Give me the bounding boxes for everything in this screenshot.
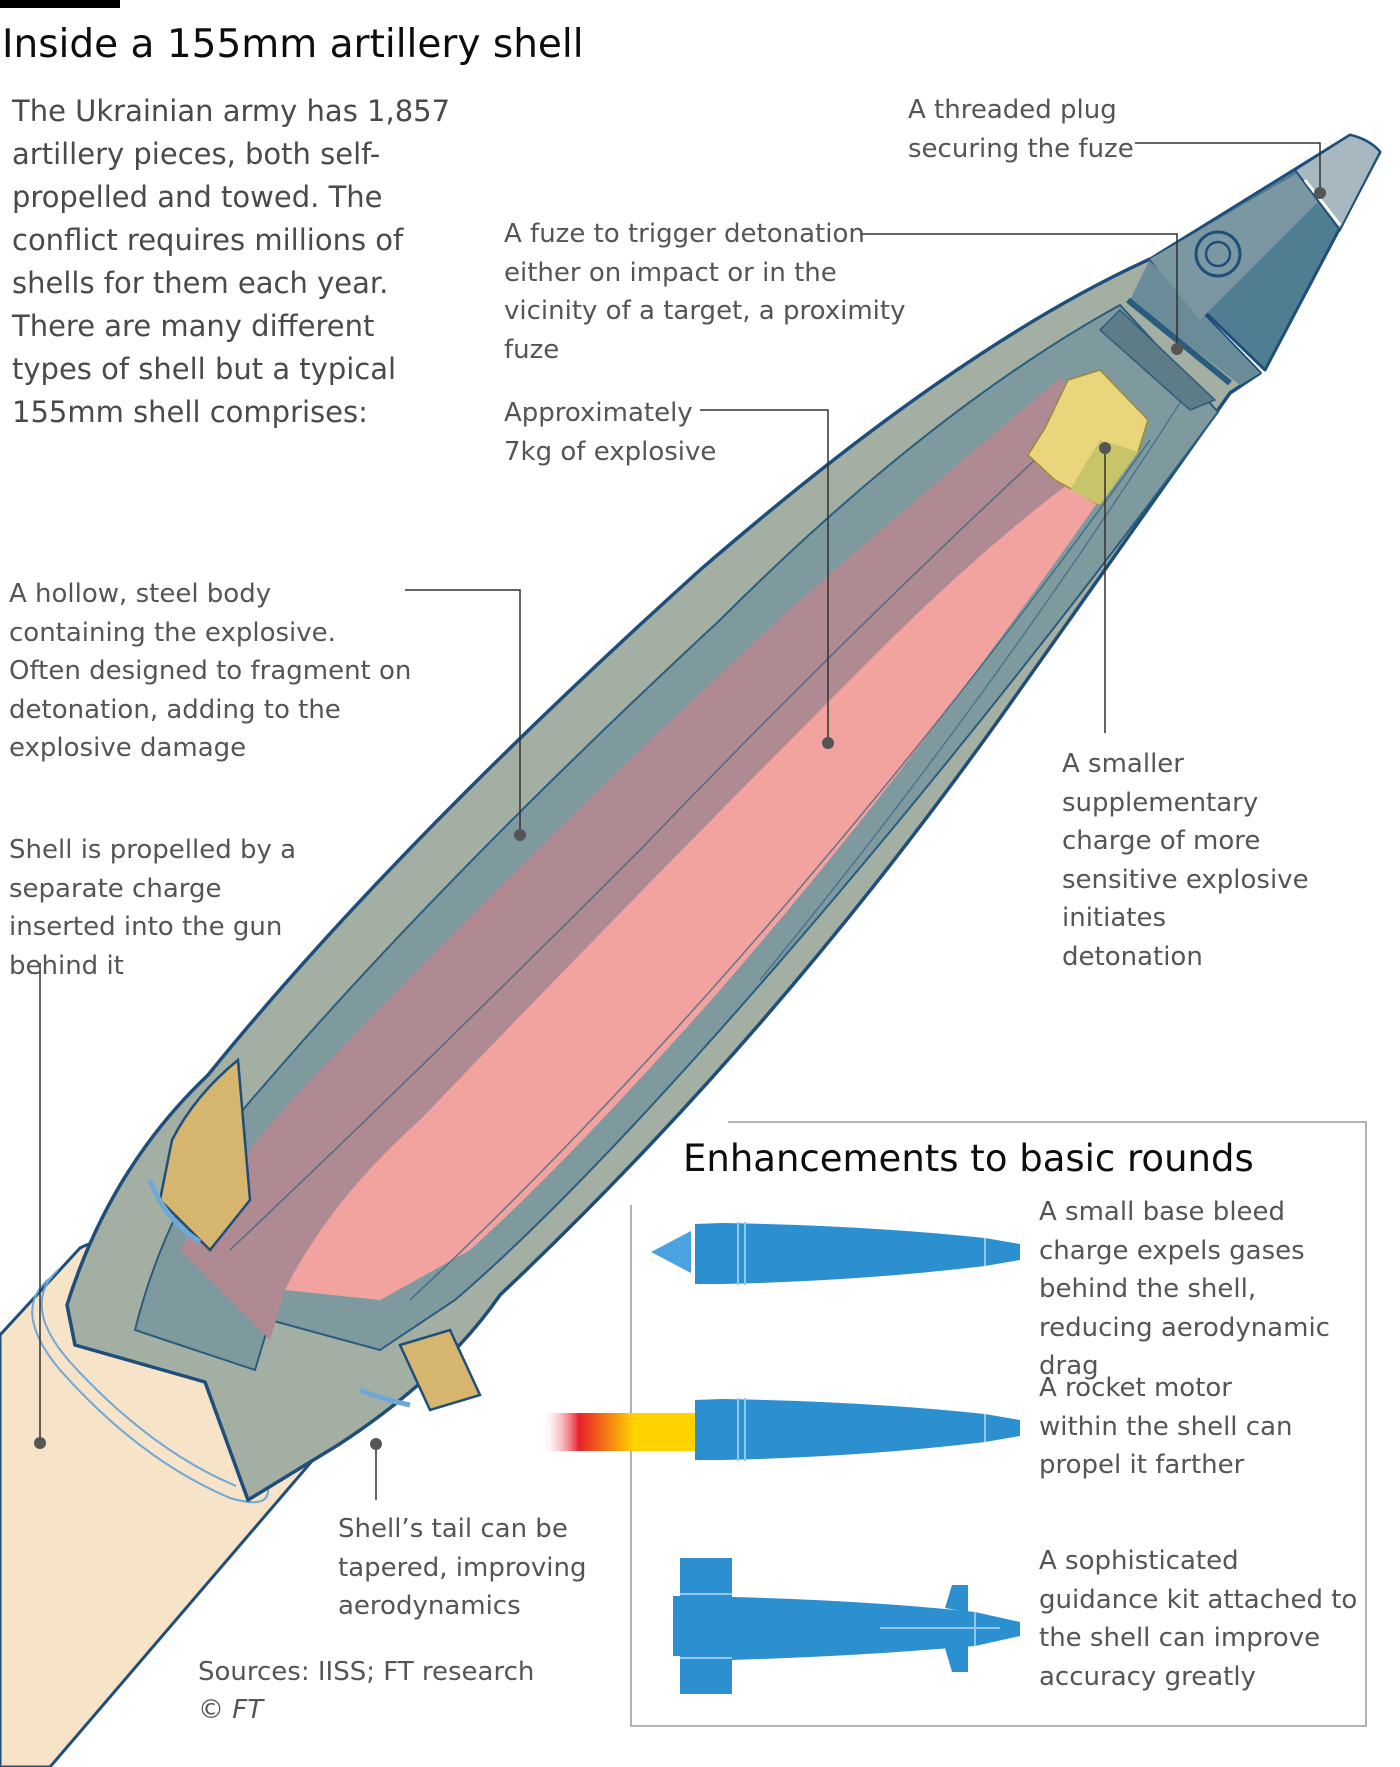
label-plug: A threaded plug securing the fuze <box>908 95 1134 164</box>
label-propellant: Shell is propelled by a separate charge … <box>9 835 297 981</box>
threaded-plug <box>1293 133 1382 232</box>
rocket-motor-shell-icon <box>540 1398 1020 1461</box>
leader-fuze <box>860 233 1178 349</box>
label-base-bleed: A small base bleed charge expels gases b… <box>1039 1197 1330 1381</box>
sources: Sources: IISS; FT research <box>198 1657 535 1687</box>
label-body: A hollow, steel body containing the expl… <box>9 579 412 763</box>
explosive-fill-light <box>285 440 1130 1300</box>
fuze-symbol-icon <box>1194 230 1242 278</box>
label-rocket: A rocket motor within the shell can prop… <box>1039 1373 1293 1480</box>
guidance-kit-shell-icon <box>673 1558 1020 1694</box>
label-fuze: A fuze to trigger detonation either on i… <box>504 219 906 365</box>
fuze-section <box>1130 259 1260 385</box>
leader-explosive <box>700 409 829 743</box>
leader-plug <box>1135 142 1321 193</box>
enhancements-box <box>630 1121 1367 1727</box>
enhancements-title: Enhancements to basic rounds <box>683 1137 1254 1180</box>
label-booster: A smaller supplementary charge of more s… <box>1062 749 1309 972</box>
leader-body <box>405 589 521 835</box>
label-tail: Shell’s tail can be tapered, improving a… <box>338 1514 587 1621</box>
copyright: © FT <box>198 1695 264 1725</box>
base-bleed-shell-icon <box>651 1222 1020 1285</box>
driving-band <box>158 1057 252 1252</box>
propellant-ring <box>31 1277 270 1504</box>
page-title: Inside a 155mm artillery shell <box>2 22 584 67</box>
brand-top-bar <box>0 0 120 8</box>
label-guidance: A sophisticated guidance kit attached to… <box>1039 1546 1358 1692</box>
explosive-fill-dark <box>180 378 1130 1340</box>
intro-text: The Ukrainian army has 1,857 artillery p… <box>12 94 451 429</box>
label-explosive: Approximately 7kg of explosive <box>504 398 717 467</box>
